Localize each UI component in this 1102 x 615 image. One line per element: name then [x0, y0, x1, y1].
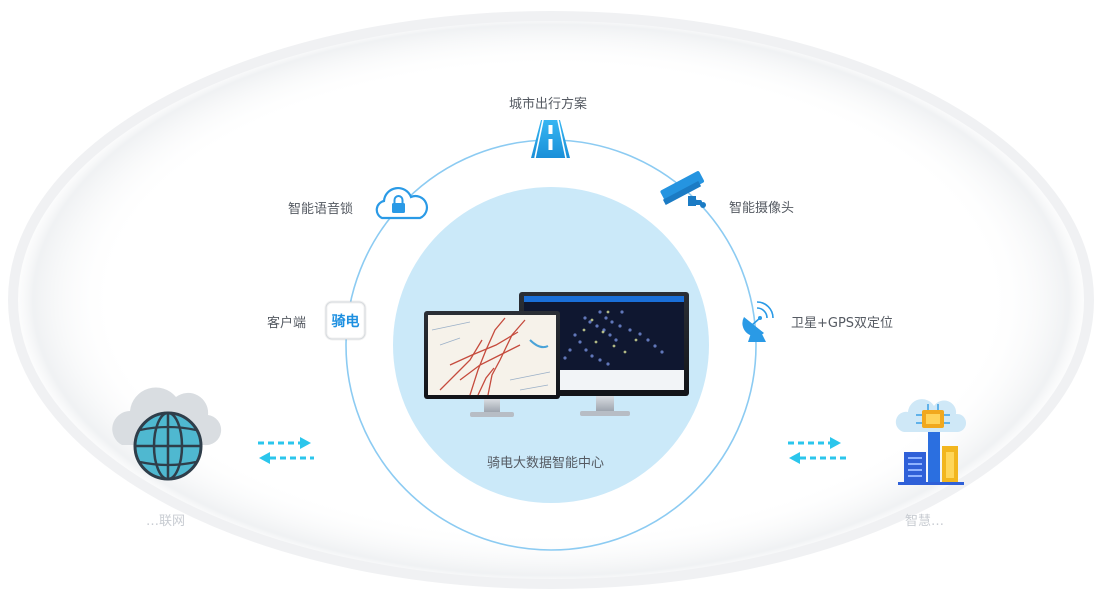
node-label-lock: 智能语音锁: [288, 202, 354, 217]
left-arrow-left-head: [259, 452, 270, 464]
monitors-illustration: [424, 292, 689, 417]
center-label: 骑电大数据智能中心: [487, 456, 605, 471]
node-label-client: 客户端: [267, 316, 307, 331]
right-arrow-right-head: [830, 437, 841, 449]
node-label-gps: 卫星+GPS双定位: [791, 316, 894, 331]
cloud-lock-icon: [375, 187, 429, 220]
node-label-route: 城市出行方案: [509, 97, 588, 112]
camera-icon: [660, 171, 706, 208]
outer-halo-edge: [8, 11, 1094, 589]
left-arrow-right-head: [300, 437, 311, 449]
globe-cloud-icon: [112, 387, 222, 481]
smart-city-icon: [895, 399, 967, 485]
road-icon: [531, 119, 570, 159]
right-exchange-arrows: [788, 441, 846, 460]
app-logo-icon: [324, 300, 367, 341]
side-label-right: 智慧…: [905, 514, 945, 529]
side-label-left: …联网: [146, 514, 186, 529]
satellite-dish-icon: [742, 301, 774, 342]
left-exchange-arrows: [258, 441, 314, 460]
node-label-camera: 智能摄像头: [729, 201, 795, 216]
right-arrow-left-head: [789, 452, 800, 464]
app-logo-text: 骑电: [332, 313, 360, 330]
